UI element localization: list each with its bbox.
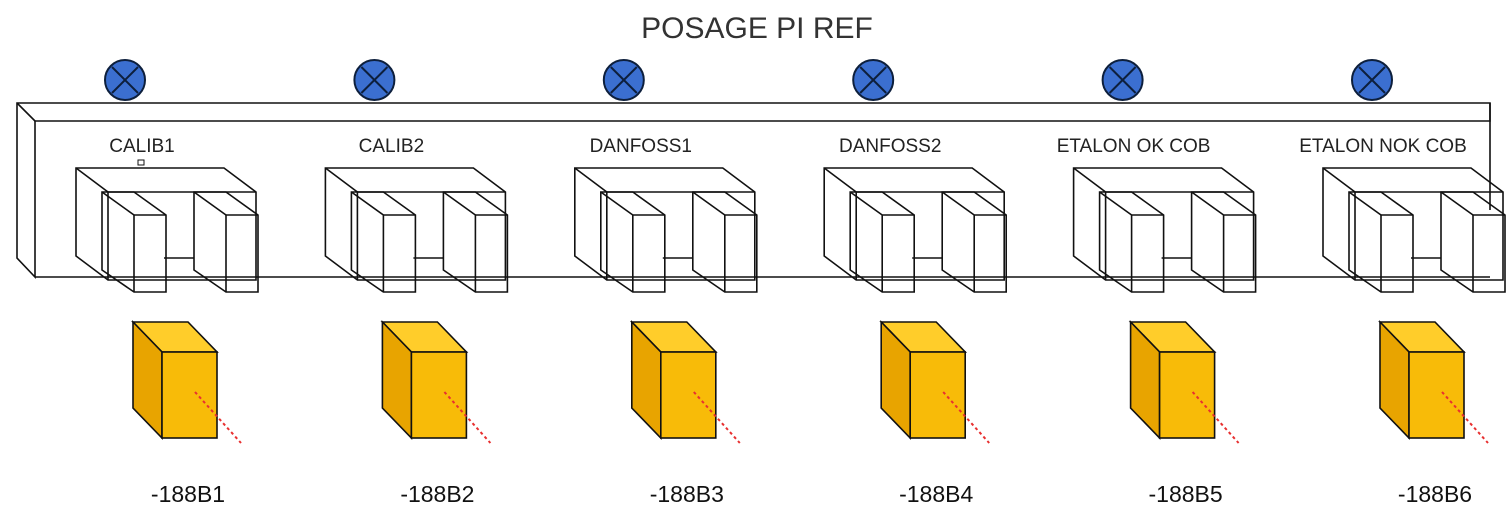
left-jaw (350, 191, 417, 293)
indicator-lamp-icon (1101, 59, 1144, 101)
fixture-edge (1073, 167, 1107, 193)
pin-marker (137, 159, 145, 166)
sensor-code-label: -188B2 (400, 481, 474, 507)
sensor-icon (380, 320, 492, 444)
right-jaw (1440, 191, 1506, 293)
station-label: ETALON OK COB (1057, 136, 1211, 157)
sensor-front (909, 351, 967, 439)
sensor-icon (1378, 320, 1489, 444)
indicator-lamp-icon (852, 59, 895, 101)
left-jaw-edge (1099, 191, 1133, 216)
fixture-edge (823, 167, 857, 193)
sensor-icon (879, 320, 990, 444)
sensor-front (659, 351, 717, 439)
rail-top-face (16, 102, 1491, 280)
lamp-cross-b (1358, 66, 1386, 94)
sensor-icon (131, 320, 242, 444)
fixture-back (1072, 167, 1255, 281)
left-jaw (1348, 191, 1414, 293)
left-jaw (1098, 191, 1165, 293)
fixture-rail (16, 102, 1491, 280)
station: ETALON OK COB -188B5 (1057, 59, 1257, 507)
right-jaw-edge (442, 191, 476, 216)
station: DANFOSS1 -188B3 (573, 59, 758, 507)
fixture-edge (324, 167, 358, 193)
fixture-back (324, 167, 507, 281)
indicator-lamp-icon (353, 59, 396, 101)
fixture-block (1072, 167, 1257, 293)
right-jaw-edge (941, 191, 975, 216)
left-jaw-edge (849, 191, 883, 216)
diagram-title: POSAGE PI REF (641, 12, 873, 45)
left-jaw (599, 191, 666, 293)
rail-corner-edge (16, 102, 36, 122)
right-jaw-edge (1191, 191, 1225, 216)
right-jaw (691, 191, 758, 293)
right-jaw (941, 191, 1008, 293)
station: CALIB1 -188B1 (75, 59, 259, 507)
station: DANFOSS2 -188B4 (823, 59, 1008, 507)
lamp-cross-b (360, 66, 389, 94)
indicator-lamp-icon (104, 59, 146, 101)
station-label: CALIB2 (359, 136, 424, 157)
left-jaw-edge (600, 191, 634, 216)
lamp-cross-b (859, 66, 887, 94)
sensor-code-label: -188B4 (899, 481, 973, 507)
fixture-edge (1322, 167, 1356, 193)
fixture-block (573, 167, 758, 293)
indicator-lamp-icon (602, 59, 645, 101)
sensor-front (1408, 351, 1465, 439)
right-jaw (1190, 191, 1257, 293)
station-label: ETALON NOK COB (1299, 136, 1467, 157)
sensor-front (410, 351, 468, 439)
left-jaw-edge (1348, 191, 1382, 216)
lamp-cross-b (1108, 66, 1137, 94)
sensor-code-label: -188B5 (1149, 481, 1223, 507)
fixture-back (823, 167, 1006, 281)
sensor-code-label: -188B6 (1398, 481, 1472, 507)
fixture-block (823, 167, 1008, 293)
left-jaw (849, 191, 916, 293)
station: CALIB2 -188B2 (324, 59, 509, 507)
station-label: CALIB1 (109, 136, 174, 157)
right-jaw-edge (1440, 191, 1474, 216)
station-label: DANFOSS1 (590, 136, 692, 157)
sensor-code-label: -188B1 (151, 481, 225, 507)
left-jaw (101, 191, 167, 293)
sensor-icon (629, 320, 741, 444)
sensor-code-label: -188B3 (650, 481, 724, 507)
fixture-edge (574, 167, 608, 193)
left-jaw-edge (350, 191, 384, 216)
left-jaw-edge (101, 191, 135, 216)
fixture-block (1322, 167, 1506, 293)
right-jaw (193, 191, 259, 293)
fixture-back (573, 167, 756, 281)
station-label: DANFOSS2 (839, 136, 941, 157)
indicator-lamp-icon (1351, 59, 1393, 101)
fixture-block (324, 167, 509, 293)
sensor-icon (1128, 320, 1240, 444)
right-jaw-edge (692, 191, 726, 216)
lamp-cross-b (111, 66, 139, 94)
right-jaw-edge (193, 191, 227, 216)
sensor-front (1158, 351, 1216, 439)
station: ETALON NOK COB -188B6 (1299, 59, 1506, 507)
fixture-edge (75, 167, 109, 193)
right-jaw (442, 191, 509, 293)
fixture-block (75, 159, 259, 293)
stations-group: CALIB1-188B1CALIB2-188B2DANFOSS1-188B3DA… (75, 59, 1506, 507)
sensor-front (161, 351, 218, 439)
fixture-back (1322, 167, 1504, 281)
fixture-back (75, 167, 257, 281)
lamp-cross-b (610, 66, 638, 94)
